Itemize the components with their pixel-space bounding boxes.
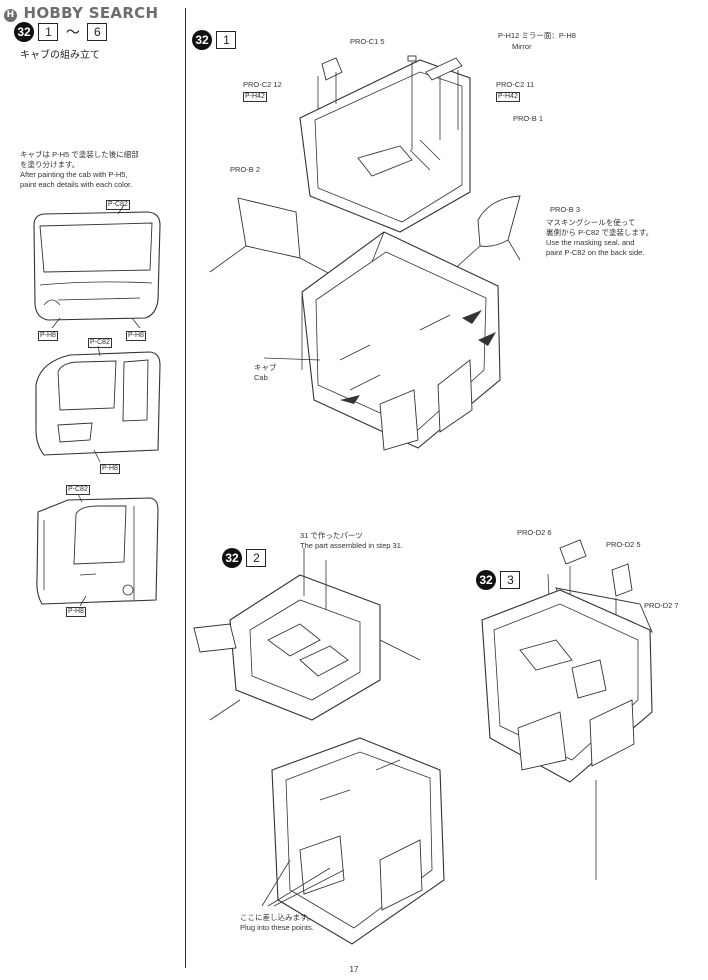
label-mirror-en: Mirror bbox=[512, 42, 532, 51]
masking-en-line2: paint P-C82 on the back side. bbox=[546, 248, 645, 257]
paint-label-side-b-bottom: P-H8 bbox=[66, 607, 86, 617]
masking-en-line1: Use the masking seal, and bbox=[546, 238, 635, 247]
paint-label-side-b-top: P-C82 bbox=[66, 485, 90, 495]
step1-badge: 32 bbox=[192, 30, 212, 50]
left-title-jp: キャブの組み立て bbox=[20, 50, 100, 61]
left-step-header: 32 1 ～ 6 bbox=[14, 22, 108, 42]
substep-to: 6 bbox=[87, 23, 108, 41]
cab-front-drawing bbox=[33, 204, 161, 329]
label-pro-b1: PRO-B 1 bbox=[513, 114, 544, 123]
label-cab-en: Cab bbox=[254, 373, 268, 382]
page-number: 17 bbox=[349, 965, 359, 974]
step3-substep: 3 bbox=[500, 571, 521, 589]
label-mirror-jp: P-H12 ミラー面：P-H8 bbox=[498, 31, 576, 40]
cab-side-a-drawing bbox=[35, 345, 161, 463]
label-pro-c2-left-paint: P-H42 bbox=[243, 92, 267, 102]
label-pro-d2-7: PRO-D2 7 bbox=[644, 601, 679, 610]
paint-note: キャブは P-H5 で塗装した後に細部 を塗り分けます。 After paint… bbox=[20, 150, 180, 190]
label-made-en: The part assembled in step 31. bbox=[300, 541, 403, 550]
cab-side-b-drawing bbox=[36, 493, 159, 607]
step1-drawing bbox=[209, 55, 521, 451]
step3-drawing bbox=[481, 539, 653, 880]
paint-label-front-top: P-C82 bbox=[106, 200, 130, 210]
range-tilde: ～ bbox=[65, 24, 80, 40]
masking-note: マスキングシールを使って 裏側から P-C82 で塗装します。 Use the … bbox=[546, 218, 706, 258]
note-jp-line2: を塗り分けます。 bbox=[20, 160, 80, 169]
step1-substep: 1 bbox=[216, 31, 237, 49]
paint-label-side-a-bottom: P-H8 bbox=[100, 464, 120, 474]
masking-jp-line2: 裏側から P-C82 で塗装します。 bbox=[546, 228, 654, 237]
step3-header: 32 3 bbox=[476, 570, 521, 590]
note-jp-line1: キャブは P-H5 で塗装した後に細部 bbox=[20, 150, 139, 159]
label-pro-d2-5: PRO-D2 5 bbox=[606, 540, 641, 549]
label-pro-c2-right: PRO-C2 11 bbox=[496, 80, 535, 89]
label-plug-en: Plug into these points. bbox=[240, 923, 314, 932]
paint-label-side-a-top: P-C82 bbox=[88, 338, 112, 348]
step-badge: 32 bbox=[14, 22, 34, 42]
watermark-text: HOBBY SEARCH bbox=[23, 4, 159, 22]
substep-from: 1 bbox=[38, 23, 59, 41]
label-cab-jp: キャブ bbox=[254, 363, 277, 372]
step2-drawing bbox=[193, 548, 445, 945]
label-pro-c2-left: PRO-C2 12 bbox=[243, 80, 282, 89]
label-pro-b2: PRO-B 2 bbox=[230, 165, 261, 174]
step2-header: 32 2 bbox=[222, 548, 267, 568]
step3-badge: 32 bbox=[476, 570, 496, 590]
paint-label-front-right: P-H8 bbox=[126, 331, 146, 341]
note-en-line2: paint each details with each color. bbox=[20, 180, 133, 189]
step2-substep: 2 bbox=[246, 549, 267, 567]
masking-jp-line1: マスキングシールを使って bbox=[546, 218, 636, 227]
label-pro-c1: PRO-C1 5 bbox=[350, 37, 385, 46]
label-made-jp: 31 で作ったパーツ bbox=[300, 531, 363, 540]
note-en-line1: After painting the cab with P-H5, bbox=[20, 170, 128, 179]
panel-divider bbox=[185, 8, 186, 968]
watermark: H HOBBY SEARCH bbox=[4, 4, 158, 22]
label-pro-c2-right-paint: P-H42 bbox=[496, 92, 520, 102]
paint-label-front-left: P-H8 bbox=[38, 331, 58, 341]
step2-badge: 32 bbox=[222, 548, 242, 568]
step1-header: 32 1 bbox=[192, 30, 237, 50]
label-pro-d2-6: PRO-D2 6 bbox=[517, 528, 552, 537]
label-plug-jp: ここに差し込みます。 bbox=[240, 913, 315, 922]
hobby-search-logo-icon: H bbox=[4, 9, 17, 22]
label-pro-b3: PRO-B 3 bbox=[550, 205, 581, 214]
